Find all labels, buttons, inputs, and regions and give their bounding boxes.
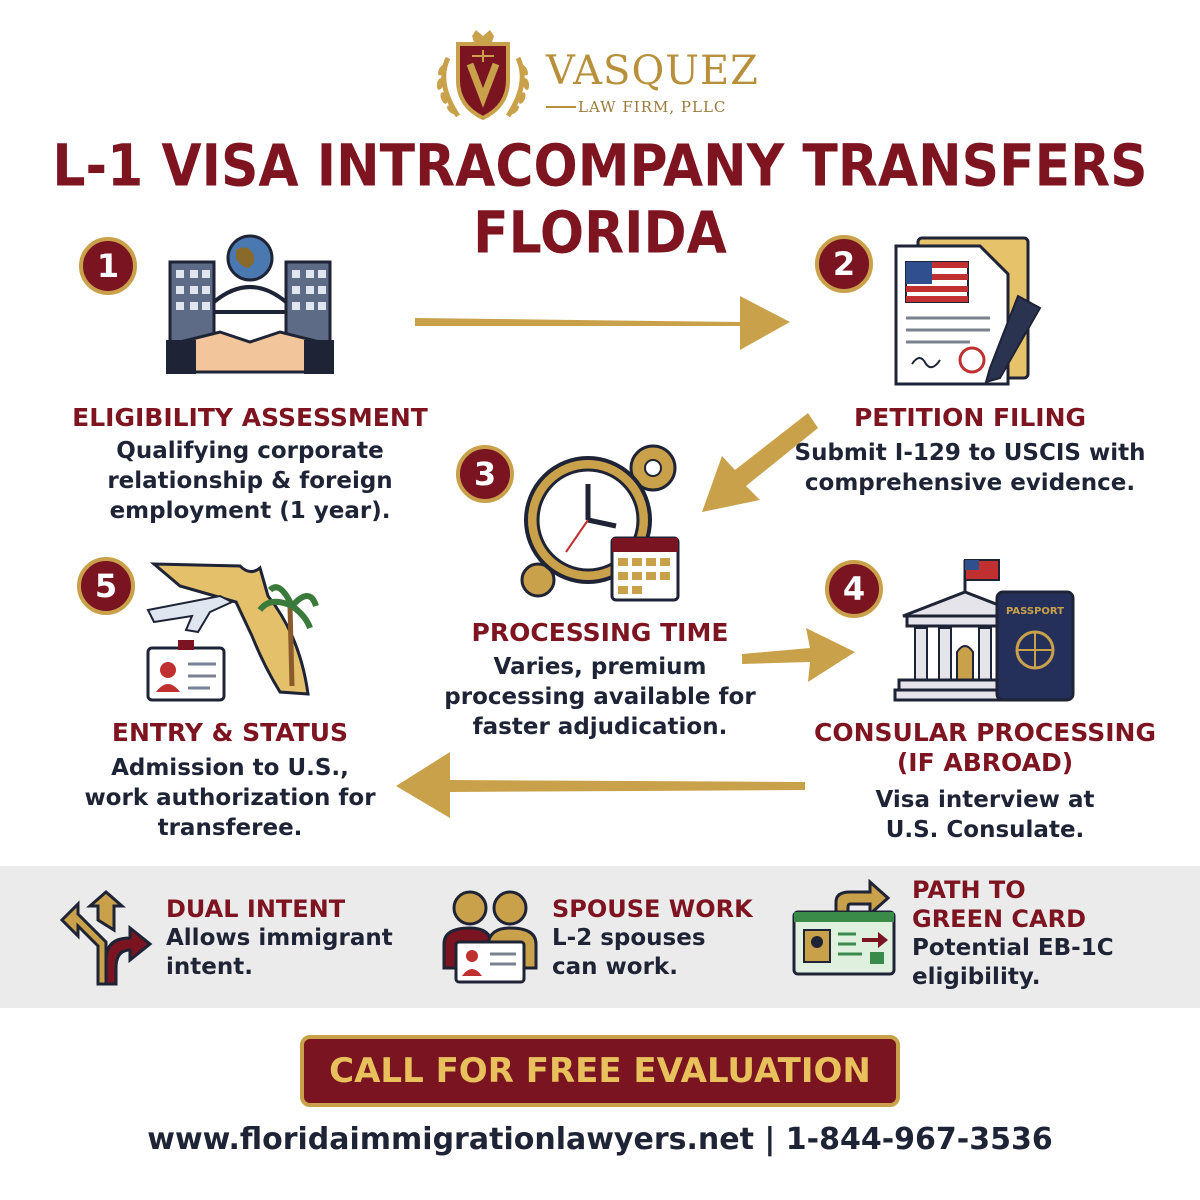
benefit-title: DUAL INTENT [166,895,346,923]
benefit-dual-intent: DUAL INTENT Allows immigrant intent. [166,895,416,982]
step-2-title: PETITION FILING [853,403,1087,432]
step-3-line: processing available for [444,684,756,710]
logo-divider [546,106,576,108]
benefit-line: can work. [552,954,678,980]
step-5-description: Admission to U.S., work authorization fo… [40,753,420,843]
consulate-passport-icon: PASSPORT [893,559,1075,702]
green-card-icon [792,878,896,976]
step-1-number: 1 [79,237,137,295]
petition-document-icon [894,236,1042,386]
split-arrow-icon [59,890,153,986]
step-5-line: Admission to U.S., [111,755,349,781]
step-3-line: Varies, premium [493,654,707,680]
handshake-buildings-icon [166,234,334,374]
laurel-shield-icon [436,30,530,121]
benefit-line: Allows immigrant [166,925,393,951]
free-evaluation-button[interactable]: CALL FOR FREE EVALUATION [300,1035,900,1107]
step-4-line: U.S. Consulate. [885,817,1085,843]
step-1-line: employment (1 year). [109,498,391,524]
benefit-line: intent. [166,954,253,980]
logo-subtitle: LAW FIRM, PLLC [578,98,727,116]
step-4-title: CONSULAR PROCESSING (IF ABROAD) [800,718,1170,778]
step-5-number: 5 [77,557,135,615]
benefit-title: PATH TO [912,876,1026,904]
firm-logo: VASQUEZ LAW FIRM, PLLC [428,28,788,128]
benefits-band [0,866,1200,1008]
step-1-line: relationship & foreign [107,468,393,494]
step-3-line: faster adjudication. [472,714,728,740]
step-2-line: Submit I-129 to USCIS with [794,440,1146,466]
step-2-description: Submit I-129 to USCIS with comprehensive… [780,438,1160,498]
step-3-description: Varies, premium processing available for… [420,652,780,742]
benefit-green-card: PATH TO GREEN CARD Potential EB-1C eligi… [912,876,1182,992]
step-4-title-line: (IF ABROAD) [896,748,1074,777]
step-1-description: Qualifying corporate relationship & fore… [40,436,460,526]
benefit-title: GREEN CARD [912,905,1086,933]
logo-name: VASQUEZ [546,48,759,94]
benefit-spouse-work: SPOUSE WORK L-2 spouses can work. [552,895,782,982]
florida-plane-id-icon [146,562,319,702]
page-title: L-1 VISA INTRACOMPANY TRANSFERS FLORIDA [52,132,1148,268]
step-4-title-line: CONSULAR PROCESSING [814,718,1156,747]
step-2-line: comprehensive evidence. [804,470,1136,496]
step-3-number: 3 [456,445,514,503]
benefit-line: eligibility. [912,964,1041,990]
step-5-title: ENTRY & STATUS [111,718,349,747]
benefit-title: SPOUSE WORK [552,895,753,923]
step-5-line: transferee. [157,815,303,841]
step-4-number: 4 [825,560,883,618]
step-4-description: Visa interview at U.S. Consulate. [800,785,1170,845]
step-1-line: Qualifying corporate [116,438,384,464]
clock-calendar-icon [520,444,680,602]
step-1-title: ELIGIBILITY ASSESSMENT [72,403,428,432]
contact-footer[interactable]: www.floridaimmigrationlawyers.net | 1-84… [147,1122,1053,1157]
step-2-number: 2 [815,235,873,293]
svg-text:PASSPORT: PASSPORT [1006,606,1064,617]
couple-id-icon [442,890,538,984]
benefit-line: L-2 spouses [552,925,706,951]
step-3-title: PROCESSING TIME [471,618,729,647]
benefit-line: Potential EB-1C [912,935,1114,961]
step-5-line: work authorization for [84,785,376,811]
step-4-line: Visa interview at [875,787,1095,813]
